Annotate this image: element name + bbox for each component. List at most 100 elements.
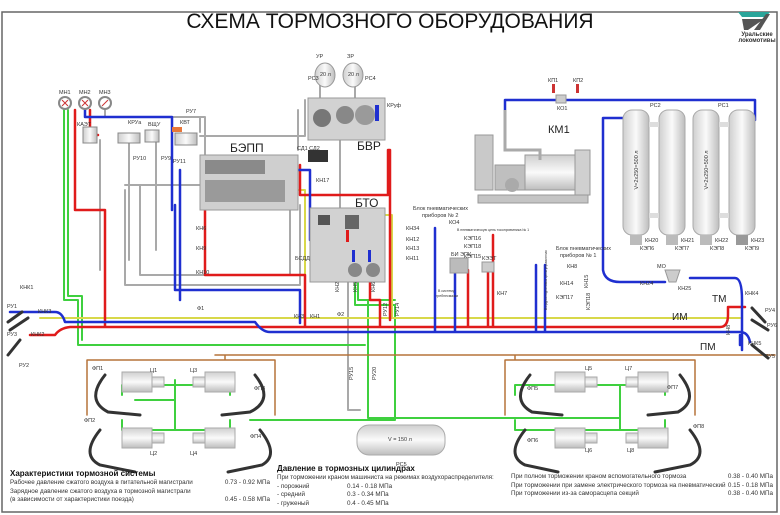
label-c4: Ц4 bbox=[190, 451, 197, 457]
label-kep15: КЭП15 bbox=[464, 254, 481, 260]
logo: Уральские локомотивы bbox=[738, 12, 776, 44]
label-rs1: РС1 bbox=[718, 103, 729, 109]
label-kn3: КН3 bbox=[294, 314, 304, 320]
extra-value: 0.38 - 0.40 МПа bbox=[727, 473, 773, 480]
label-bepp: БЭПП bbox=[230, 141, 264, 155]
reservoir-rs2b bbox=[658, 109, 686, 236]
cylinder-c2 bbox=[121, 427, 153, 449]
reservoir-rs5 bbox=[356, 424, 446, 456]
label-kn14: КН14 bbox=[560, 281, 573, 287]
label-mn1: МН1 bbox=[59, 90, 71, 96]
label-kn2: КН2 bbox=[335, 282, 341, 292]
label-ru5: РУ5 bbox=[765, 354, 775, 360]
label-kep18: КЭП18 bbox=[464, 244, 481, 250]
label-ru4: РУ4 bbox=[765, 308, 775, 314]
label-fp6: ФП6 bbox=[527, 438, 538, 444]
label-ur: УР bbox=[316, 54, 323, 60]
cylinder-pressure-subtitle: При торможении краном машиниста на режим… bbox=[277, 474, 494, 481]
label-kn7: КН7 bbox=[497, 291, 507, 297]
kp1-valve bbox=[552, 84, 555, 93]
label-bsdd: БСДД bbox=[295, 256, 310, 262]
label-bto: БТО bbox=[355, 196, 378, 210]
label-ko4-note: В пневматическую цепь токоприемника № 1 bbox=[457, 228, 529, 232]
cylinder-c4 bbox=[204, 427, 236, 449]
label-lubrication-2: гребнесмазки bbox=[436, 294, 458, 298]
page-title: СХЕМА ТОРМОЗНОГО ОБОРУДОВАНИЯ bbox=[186, 10, 593, 33]
label-rs4-volume: 20 л bbox=[348, 72, 359, 78]
reservoir-rs1b bbox=[728, 109, 756, 236]
label-block2-line2: приборов № 2 bbox=[422, 213, 458, 219]
pressure-label: - порожний bbox=[277, 482, 310, 490]
extra-value: 0.15 - 0.18 МПа bbox=[727, 481, 773, 489]
label-rs5: РС5 bbox=[396, 462, 407, 468]
label-zr: ЗР bbox=[347, 54, 354, 60]
label-kn17: КН17 bbox=[316, 178, 329, 184]
label-ru20: РУ20 bbox=[372, 367, 378, 380]
moisture-separator-mo bbox=[664, 269, 681, 283]
label-bvr: БВР bbox=[357, 139, 381, 153]
logo-text-2: локомотивы bbox=[738, 38, 775, 44]
label-c1: Ц1 bbox=[150, 368, 157, 374]
label-ru10: РУ10 bbox=[133, 156, 146, 162]
label-ru1: РУ1 bbox=[7, 304, 17, 310]
pressure-value: 0.4 - 0.45 МПа bbox=[347, 499, 389, 507]
pressure-value: 0.14 - 0.18 МПа bbox=[347, 482, 393, 490]
sd-sensors bbox=[308, 150, 328, 162]
label-rs5-volume: V = 150 л bbox=[388, 437, 412, 443]
label-kn11: КН11 bbox=[406, 256, 419, 262]
label-ko1: КО1 bbox=[557, 106, 567, 112]
krua-valve bbox=[117, 132, 141, 144]
extra-label: При торможении при замене электрического… bbox=[511, 481, 726, 489]
label-vshu: ВЩУ bbox=[148, 122, 161, 128]
label-pm: ПМ bbox=[700, 342, 716, 353]
label-kep8: КЭП8 bbox=[710, 246, 724, 252]
label-c2: Ц2 bbox=[150, 451, 157, 457]
logo-text-1: Уральские bbox=[741, 32, 773, 38]
label-rs3: РС3 bbox=[308, 76, 319, 82]
label-ru3: РУ3 bbox=[7, 332, 17, 338]
label-kn34: КН34 bbox=[406, 226, 419, 232]
cylinder-c7 bbox=[637, 371, 669, 393]
label-rs2-volume: V=2х250=500 л bbox=[634, 151, 640, 190]
label-kn9: КН9 bbox=[196, 246, 206, 252]
cylinder-c6 bbox=[554, 427, 586, 449]
label-c3: Ц3 bbox=[190, 368, 197, 374]
ko1-valve bbox=[555, 94, 567, 104]
label-ru2: РУ2 bbox=[19, 363, 29, 369]
cylinder-c5 bbox=[554, 371, 586, 393]
label-kp2: КП2 bbox=[573, 78, 583, 84]
label-mo: МО bbox=[657, 264, 667, 270]
label-bi-epk: БИ ЭПК bbox=[451, 252, 472, 258]
label-block2-line1: Блок пневматических bbox=[413, 206, 468, 212]
tank-rs3 bbox=[314, 62, 336, 88]
cylinder-c8 bbox=[637, 427, 669, 449]
label-kn22: КН22 bbox=[715, 238, 728, 244]
specs-title: Характеристики тормозной системы bbox=[10, 469, 156, 478]
brake-system-specs: Характеристики тормозной системы Рабочее… bbox=[10, 469, 270, 505]
label-f2: Ф2 bbox=[337, 312, 344, 318]
label-fp2: ФП2 bbox=[84, 418, 95, 424]
label-ru6: РУ6 bbox=[767, 323, 777, 329]
label-kn13: КН13 bbox=[406, 246, 419, 252]
label-knk5: КНК5 bbox=[748, 341, 761, 347]
label-block1-line2: приборов № 1 bbox=[560, 253, 596, 259]
extra-row: При торможении при замене электрического… bbox=[511, 482, 773, 491]
label-kn23: КН23 bbox=[751, 238, 764, 244]
label-c6: Ц6 bbox=[585, 448, 592, 454]
kvt-handle bbox=[172, 127, 182, 132]
cylinder-pressure-section: Давление в тормозных цилиндрах При тормо… bbox=[277, 464, 502, 508]
tank-rs4 bbox=[342, 62, 364, 88]
label-kep7: КЭП7 bbox=[675, 246, 689, 252]
cylinder-c1 bbox=[121, 371, 153, 393]
label-kn15: КН15 bbox=[584, 275, 590, 288]
label-air-prep: Воздухоподготовка цепи управления bbox=[544, 250, 548, 310]
label-keet: КЭЭТ bbox=[482, 256, 497, 262]
label-fp3: ФП3 bbox=[254, 386, 265, 392]
label-kn25: КН25 bbox=[678, 286, 691, 292]
label-c7: Ц7 bbox=[625, 366, 632, 372]
label-rs4: РС4 bbox=[365, 76, 376, 82]
labels: МН1 МН2 МН3 КАЭТ КРУа ВЩУ КВТ РУ7 РУ10 Р… bbox=[7, 54, 777, 468]
